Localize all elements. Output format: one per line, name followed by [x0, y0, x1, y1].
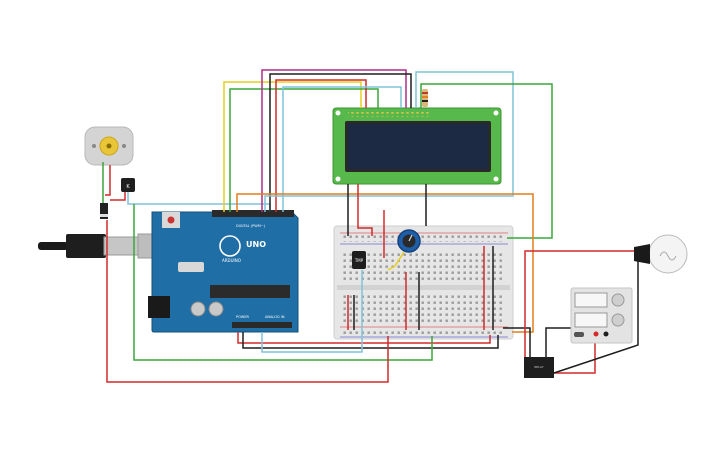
wire-transistor-red: [110, 192, 126, 201]
wire-lcd-green: [229, 88, 379, 212]
breadboard[interactable]: [333, 225, 514, 340]
temperature-sensor[interactable]: TMP: [352, 251, 366, 269]
wire-transistor-blue: [127, 192, 271, 212]
wire-motor-red: [105, 165, 111, 196]
wire-lcd-vcc: [357, 184, 373, 236]
lcd-display[interactable]: [332, 107, 502, 185]
wire-5v-red: [237, 332, 491, 344]
potentiometer[interactable]: [397, 229, 421, 253]
resistor[interactable]: [422, 89, 428, 107]
power-pins-label: POWER: [236, 315, 250, 319]
power-supply[interactable]: [570, 287, 633, 344]
sensor-label: TMP: [354, 258, 364, 263]
board-brand-label: ARDUINO: [222, 258, 241, 263]
wires[interactable]: [102, 69, 639, 383]
dc-motor[interactable]: [84, 126, 134, 166]
wire-relay-red-bulb: [524, 250, 638, 358]
wire-gnd-black: [242, 332, 499, 349]
wire-lcd-purple: [261, 69, 407, 212]
wire-relay-red-psu: [549, 330, 596, 374]
relay[interactable]: RELAY: [524, 357, 554, 378]
wire-relay-black: [503, 327, 531, 358]
wire-green-bottom: [133, 204, 433, 361]
svg-text:K: K: [126, 184, 130, 190]
wire-lcd-green-2: [420, 83, 553, 239]
wire-bulb-black: [553, 260, 639, 374]
wire-red-bottom: [106, 220, 389, 383]
digital-pins-label: DIGITAL (PWM~): [236, 224, 266, 228]
wire-lcd-blue: [282, 86, 402, 212]
transistor[interactable]: K: [121, 178, 135, 192]
analog-pins-label: ANALOG IN: [265, 315, 285, 319]
wire-lcd-blue-2: [264, 71, 514, 212]
wire-lcd-yellow: [223, 81, 362, 212]
board-model-label: UNO: [246, 240, 266, 249]
wire-orange: [236, 193, 534, 333]
wire-pot-yellow: [387, 251, 405, 271]
relay-label: RELAY: [534, 365, 544, 369]
light-bulb[interactable]: [634, 234, 688, 274]
wire-lcd-red: [275, 79, 367, 212]
diode[interactable]: [100, 203, 108, 219]
wire-lcd-black: [269, 73, 412, 212]
wire-a0-blue: [261, 270, 363, 353]
arduino-uno[interactable]: UNO ARDUINO DIGITAL (PWM~) POWER ANALOG …: [38, 210, 299, 333]
